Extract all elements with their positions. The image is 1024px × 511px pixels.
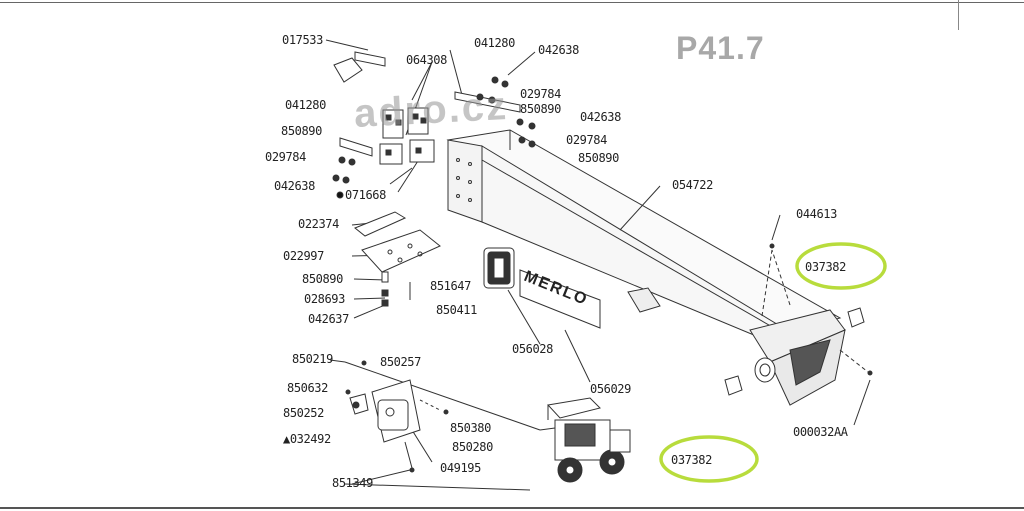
- logo-plate-drawing: [483, 247, 601, 329]
- lamp-parts-drawing: [345, 360, 449, 473]
- part-label-851647[interactable]: 851647: [430, 279, 471, 293]
- watermark: adro.cz: [352, 83, 510, 137]
- part-label-850890-bottom[interactable]: 850890: [302, 272, 343, 286]
- part-label-064308[interactable]: 064308: [406, 53, 447, 67]
- part-label-028693[interactable]: 028693: [304, 292, 345, 306]
- part-label-850890-left[interactable]: 850890: [281, 124, 322, 138]
- part-label-022374[interactable]: 022374: [298, 217, 339, 231]
- part-label-042638-mid[interactable]: 042638: [580, 110, 621, 124]
- part-label-056029[interactable]: 056029: [590, 382, 631, 396]
- part-label-850632[interactable]: 850632: [287, 381, 328, 395]
- sheet-code: P41.7: [676, 30, 765, 66]
- part-label-042637[interactable]: 042637: [308, 312, 349, 326]
- part-label-041280-left[interactable]: 041280: [285, 98, 326, 112]
- main-beam-drawing: [446, 129, 842, 351]
- part-label-851349[interactable]: 851349: [332, 476, 373, 490]
- part-label-850257[interactable]: 850257: [380, 355, 421, 369]
- beam-end-drawing: [724, 243, 873, 406]
- part-label-022997[interactable]: 022997: [283, 249, 324, 263]
- part-label-850380[interactable]: 850380: [450, 421, 491, 435]
- part-label-049195[interactable]: 049195: [440, 461, 481, 475]
- part-label-850252[interactable]: 850252: [283, 406, 324, 420]
- top-bolts-drawing: [454, 76, 536, 148]
- part-label-000032AA[interactable]: 000032AA: [793, 425, 848, 439]
- part-label-037382-bottom[interactable]: 037382: [671, 453, 712, 467]
- bottom-border: [0, 507, 1024, 509]
- part-label-850219[interactable]: 850219: [292, 352, 333, 366]
- frame-corner-line: [958, 0, 959, 30]
- telehandler-machine-drawing: [547, 397, 631, 483]
- part-label-850890-mid[interactable]: 850890: [578, 151, 619, 165]
- part-label-850280[interactable]: 850280: [452, 440, 493, 454]
- part-label-042638-top[interactable]: 042638: [538, 43, 579, 57]
- part-label-042638-left[interactable]: 042638: [274, 179, 315, 193]
- part-label-029784-mid[interactable]: 029784: [566, 133, 607, 147]
- highlight-ring-bottom: [659, 435, 759, 483]
- part-label-017533[interactable]: 017533: [282, 33, 323, 47]
- part-label-041280-top[interactable]: 041280: [474, 36, 515, 50]
- top-border: [0, 2, 1024, 3]
- part-label-037382-right[interactable]: 037382: [805, 260, 846, 274]
- part-label-054722[interactable]: 054722: [672, 178, 713, 192]
- highlight-ring-right: [795, 242, 887, 290]
- part-label-071668[interactable]: 071668: [345, 188, 386, 202]
- part-label-029784-left[interactable]: 029784: [265, 150, 306, 164]
- part-label-044613[interactable]: 044613: [796, 207, 837, 221]
- part-label-850890-top[interactable]: 850890: [520, 102, 561, 116]
- bracket-parts-drawing: [332, 51, 435, 199]
- part-label-032492[interactable]: ▲032492: [283, 432, 331, 446]
- mount-plate-drawing: [354, 211, 441, 307]
- part-label-029784-top[interactable]: 029784: [520, 87, 561, 101]
- part-label-850411[interactable]: 850411: [436, 303, 477, 317]
- part-label-056028[interactable]: 056028: [512, 342, 553, 356]
